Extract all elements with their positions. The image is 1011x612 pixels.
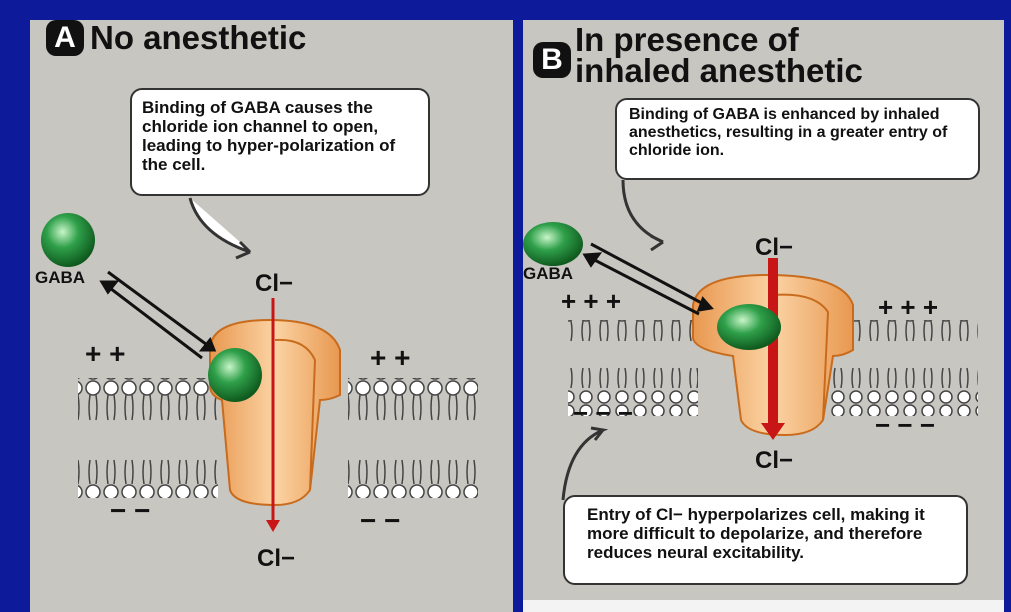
gaba-molecule-bound [717,304,781,350]
gaba-molecule-bound [208,348,262,402]
negative-charges-left: − − − [573,398,633,429]
gaba-molecule-free [41,213,95,267]
positive-charges-right: + + + [878,292,938,323]
gaba-label: GABA [35,268,85,288]
gaba-molecule-free [523,222,583,266]
callout-hyperpolarization: Entry of Cl− hyperpolarizes cell, making… [563,495,968,585]
panel-inhaled-anesthetic: B In presence of inhaled anesthetic Bind… [523,20,1004,612]
panel-b-title-line1: In presence of [575,24,799,55]
chloride-label-bottom: Cl− [257,545,295,573]
callout-enhanced-binding: Binding of GABA is enhanced by inhaled a… [615,98,980,180]
panel-a-title: No anesthetic [90,22,306,53]
panel-letter-a: A [46,20,84,56]
callout-tail [190,198,250,258]
membrane-right [348,378,478,498]
callout-top-tail [623,180,663,250]
negative-charges-left: − − [110,495,150,527]
chloride-channel [210,320,340,505]
gaba-label: GABA [523,264,573,284]
panel-no-anesthetic: A No anesthetic Binding of GABA causes t… [30,20,513,612]
positive-charges-left: + + + [561,286,621,317]
callout-bottom-tail [563,428,603,500]
membrane-left [78,378,218,498]
chloride-label-top: Cl− [255,270,293,298]
positive-charges-left: + + [85,338,125,370]
chloride-label-bottom: Cl− [755,447,793,475]
callout-gaba-binding: Binding of GABA causes the chloride ion … [130,88,430,196]
panel-letter-b: B [533,42,571,78]
panel-b-title-line2: inhaled anesthetic [575,55,863,86]
positive-charges-right: + + [370,342,410,374]
negative-charges-right: − − [360,505,400,537]
panel-b-footer-strip [523,600,1004,612]
chloride-label-top: Cl− [755,234,793,262]
negative-charges-right: − − − [875,410,935,441]
chloride-flow-arrowhead [266,520,280,532]
